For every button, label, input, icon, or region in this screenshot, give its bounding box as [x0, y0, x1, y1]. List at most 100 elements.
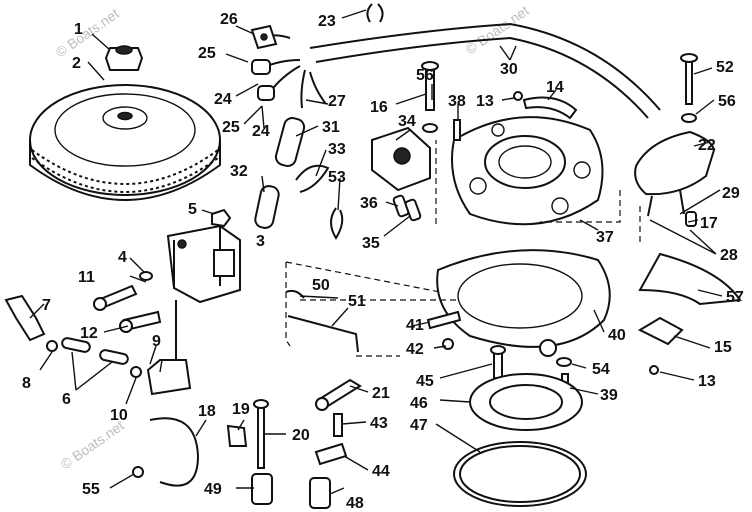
label-28: 28 [720, 247, 738, 264]
alignment-lines [285, 140, 641, 357]
label-21: 21 [372, 385, 390, 402]
washer-54 [556, 357, 572, 367]
label-19: 19 [232, 401, 250, 418]
washer-56a [422, 123, 438, 133]
bracket-15 [637, 316, 684, 346]
label-27: 27 [328, 93, 346, 110]
label-47: 47 [410, 417, 428, 434]
label-24a: 24 [214, 91, 232, 108]
washer-4 [139, 271, 153, 281]
connector-boot-25a [251, 59, 271, 75]
fitting-43 [333, 413, 343, 437]
screw-41 [426, 310, 462, 330]
screw-12 [119, 310, 162, 333]
screw-11 [93, 284, 138, 311]
label-55: 55 [82, 481, 100, 498]
label-5: 5 [188, 201, 197, 218]
label-34: 34 [398, 113, 416, 130]
label-18: 18 [198, 403, 216, 420]
label-3: 3 [256, 233, 265, 250]
label-48: 48 [346, 495, 364, 512]
label-50: 50 [312, 277, 330, 294]
boot-7 [4, 294, 46, 342]
label-4: 4 [118, 249, 127, 266]
label-38: 38 [448, 93, 466, 110]
label-20: 20 [292, 427, 310, 444]
bolt-20 [253, 399, 269, 469]
label-36: 36 [360, 195, 378, 212]
label-35: 35 [362, 235, 380, 252]
label-57: 57 [726, 289, 744, 306]
label-42: 42 [406, 341, 424, 358]
terminal-10 [130, 366, 142, 378]
label-25b: 25 [222, 119, 240, 136]
label-17: 17 [700, 215, 718, 232]
sleeve-31 [274, 117, 306, 167]
label-24b: 24 [252, 123, 270, 140]
screw-16 [421, 61, 439, 111]
label-23: 23 [318, 13, 336, 30]
label-43: 43 [370, 415, 388, 432]
label-22: 22 [698, 137, 716, 154]
label-53: 53 [328, 169, 346, 186]
washer-42 [442, 338, 454, 350]
watermark-top-right: © Boats.net [463, 2, 532, 57]
label-1: 1 [74, 21, 83, 38]
label-39: 39 [600, 387, 618, 404]
clip-53 [330, 207, 344, 240]
screw-55 [132, 466, 144, 478]
label-31: 31 [322, 119, 340, 136]
wire-harness [261, 22, 661, 119]
label-12: 12 [80, 325, 98, 342]
bracket-14 [522, 96, 578, 120]
sleeve-6a [61, 337, 91, 353]
screw-52 [680, 53, 698, 105]
label-32: 32 [230, 163, 248, 180]
label-13b: 13 [698, 373, 716, 390]
leader-lines [29, 9, 723, 495]
label-30: 30 [500, 61, 518, 78]
watermark-bottom-left: © Boats.net [58, 417, 127, 472]
bushing-49 [251, 473, 273, 505]
label-56a: 56 [416, 67, 434, 84]
clamp-19 [226, 424, 248, 447]
label-44: 44 [372, 463, 390, 480]
retainer-plate-46 [469, 373, 583, 431]
label-25a: 25 [198, 45, 216, 62]
label-11: 11 [78, 269, 95, 286]
stator-assembly [451, 116, 604, 226]
flywheel-nut [104, 45, 144, 71]
terminal-8 [46, 340, 58, 352]
link-rod-51 [287, 315, 359, 353]
ignition-coil [166, 224, 241, 304]
wire-terminal [250, 24, 278, 50]
lever-44 [314, 442, 348, 466]
retaining-ring-47 [453, 441, 587, 507]
label-41: 41 [406, 317, 424, 334]
label-26: 26 [220, 11, 238, 28]
label-16: 16 [370, 99, 388, 116]
part-number-labels: 1 2 26 23 25 24 25 24 27 31 33 32 53 5 3… [22, 11, 744, 512]
label-9: 9 [152, 333, 161, 350]
label-40: 40 [608, 327, 626, 344]
label-8: 8 [22, 375, 31, 392]
bracket-18 [149, 417, 200, 487]
label-52: 52 [716, 59, 734, 76]
screw-13b [649, 365, 659, 375]
flywheel [29, 84, 221, 201]
nut-5 [211, 208, 232, 228]
terminal-clip-23 [366, 3, 384, 23]
power-pack-34 [371, 126, 431, 192]
label-10: 10 [110, 407, 128, 424]
washer-56b [681, 113, 697, 123]
label-6: 6 [62, 391, 71, 408]
label-49: 49 [204, 481, 222, 498]
label-54: 54 [592, 361, 610, 378]
terminal-17 [685, 211, 697, 227]
label-15: 15 [714, 339, 732, 356]
connector-boot-25b [257, 85, 275, 101]
label-13a: 13 [476, 93, 494, 110]
screw-45 [490, 345, 506, 379]
